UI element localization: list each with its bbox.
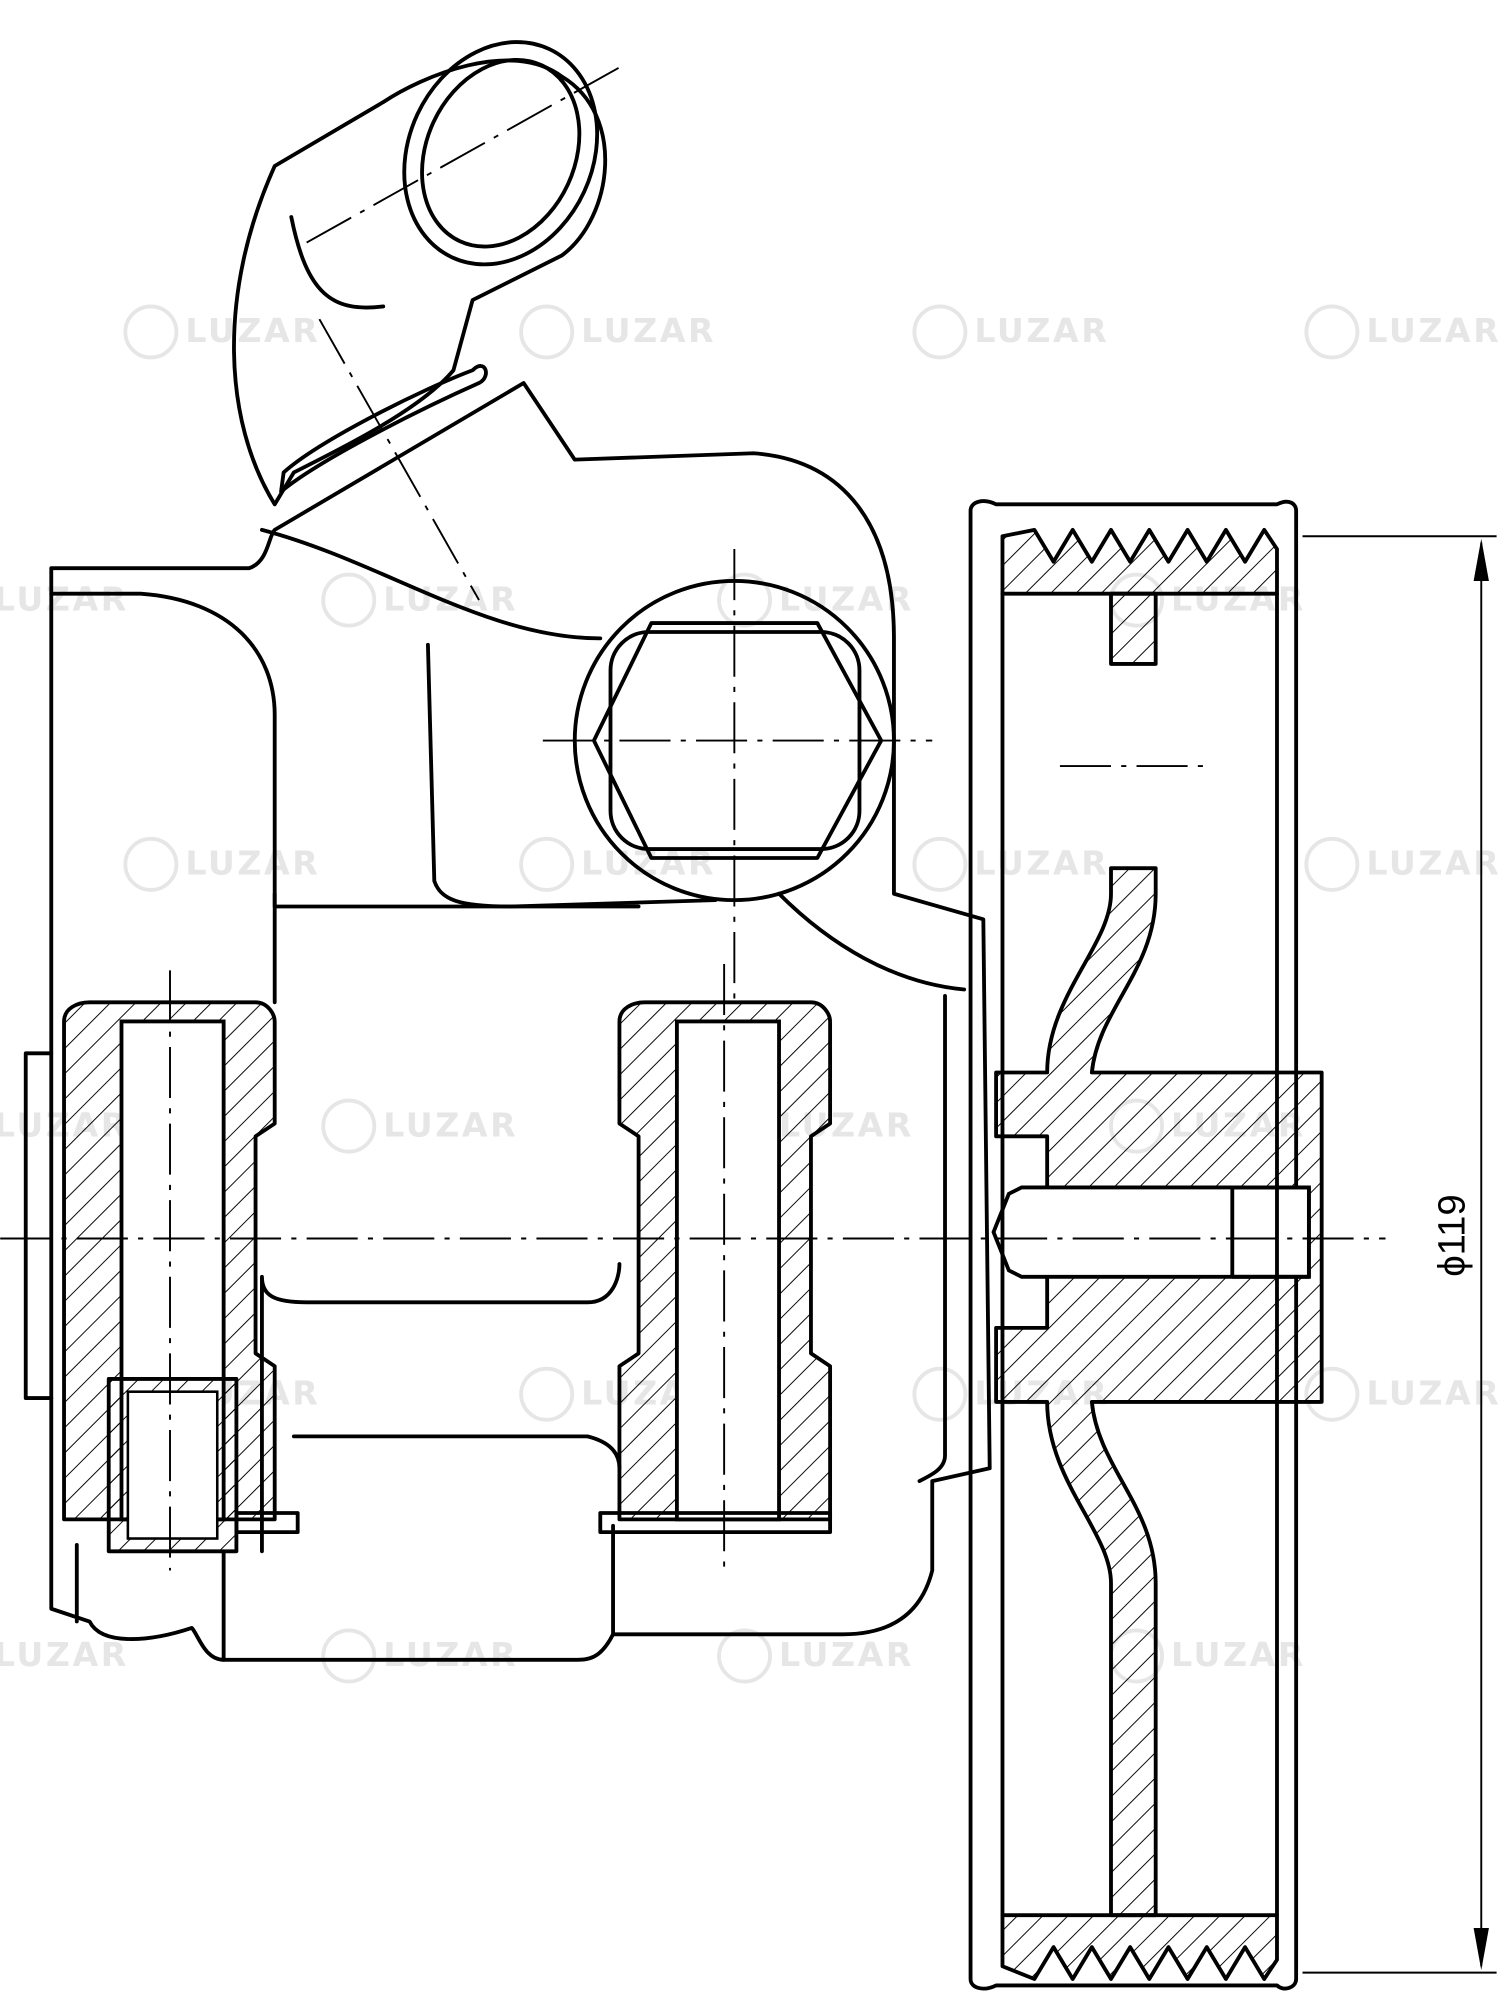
watermark-text: LUZAR (974, 844, 1109, 883)
watermark-text: LUZAR (974, 311, 1109, 350)
diameter-dimension: ϕ119 (1302, 535, 1497, 1974)
watermark-text: LUZAR (383, 1635, 518, 1674)
watermark-logo-icon (519, 836, 575, 892)
watermark-logo-icon (717, 572, 773, 628)
watermark-logo-icon (1304, 836, 1360, 892)
watermark-logo-icon (912, 1366, 968, 1422)
watermark-text: LUZAR (0, 579, 129, 618)
watermark-text: LUZAR (185, 844, 320, 883)
watermark-logo-icon (321, 572, 377, 628)
watermark-logo-icon (519, 304, 575, 360)
watermark-logo-icon (123, 304, 179, 360)
watermark-text: LUZAR (779, 1635, 914, 1674)
watermark-logo-icon (321, 1628, 377, 1684)
watermark-text: LUZAR (1366, 311, 1501, 350)
watermark-logo-icon (912, 304, 968, 360)
watermark-text: LUZAR (383, 1105, 518, 1144)
left-bushing (62, 970, 300, 1571)
hex-nut (542, 549, 933, 1009)
watermark-text: LUZAR (1171, 1635, 1306, 1674)
watermark-text: LUZAR (1366, 844, 1501, 883)
pump-housing (23, 381, 992, 1662)
watermark-logo-icon (717, 1628, 773, 1684)
watermark-logo-icon (321, 1098, 377, 1154)
watermark-logo-icon (1304, 304, 1360, 360)
watermark-text: LUZAR (581, 311, 716, 350)
watermark-logo-icon (912, 836, 968, 892)
pulley (968, 499, 1324, 1991)
watermark-logo-icon (519, 1366, 575, 1422)
inlet-pipe (232, 40, 627, 601)
watermark-text: LUZAR (185, 311, 320, 350)
watermark-logo-icon (123, 836, 179, 892)
watermark-text: LUZAR (0, 1635, 129, 1674)
right-bushing (598, 963, 833, 1571)
dimension-label: ϕ119 (1431, 1194, 1474, 1277)
watermark-text: LUZAR (1366, 1373, 1501, 1412)
